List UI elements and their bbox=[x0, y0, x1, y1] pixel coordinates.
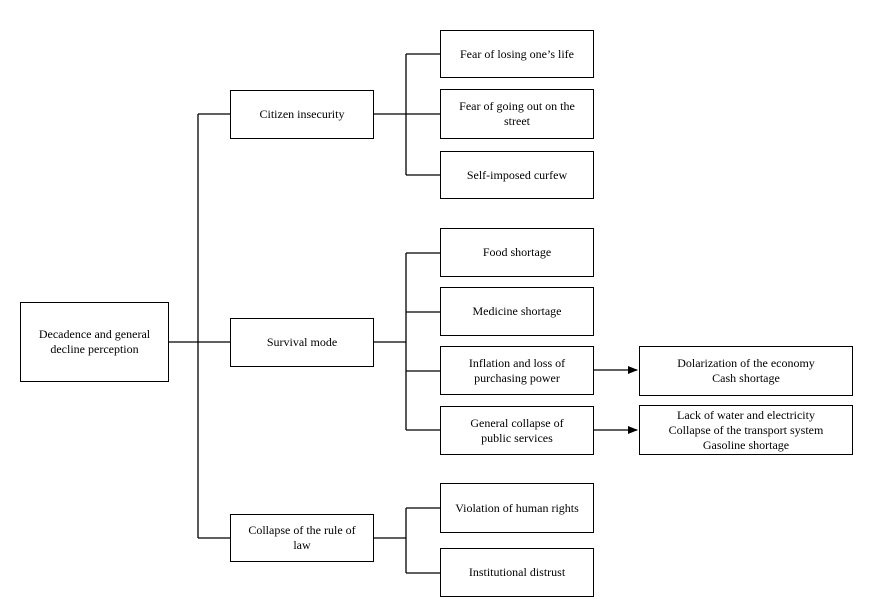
item-human-rights: Violation of human rights bbox=[440, 483, 594, 533]
consequence-dolarization: Dolarization of the economy Cash shortag… bbox=[639, 346, 853, 396]
category-citizen-insecurity: Citizen insecurity bbox=[230, 90, 374, 139]
consequence-services: Lack of water and electricity Collapse o… bbox=[639, 405, 853, 455]
category-survival-mode: Survival mode bbox=[230, 318, 374, 367]
item-inflation: Inflation and loss of purchasing power bbox=[440, 346, 594, 395]
item-self-imposed-curfew: Self-imposed curfew bbox=[440, 151, 594, 199]
root-node: Decadence and general decline perception bbox=[20, 302, 169, 382]
item-food-shortage: Food shortage bbox=[440, 228, 594, 277]
item-institutional-distrust: Institutional distrust bbox=[440, 548, 594, 597]
category-collapse-rule-of-law: Collapse of the rule of law bbox=[230, 514, 374, 562]
item-fear-going-out: Fear of going out on the street bbox=[440, 89, 594, 139]
item-fear-losing-life: Fear of losing one’s life bbox=[440, 30, 594, 78]
item-medicine-shortage: Medicine shortage bbox=[440, 287, 594, 336]
item-public-services: General collapse of public services bbox=[440, 406, 594, 455]
